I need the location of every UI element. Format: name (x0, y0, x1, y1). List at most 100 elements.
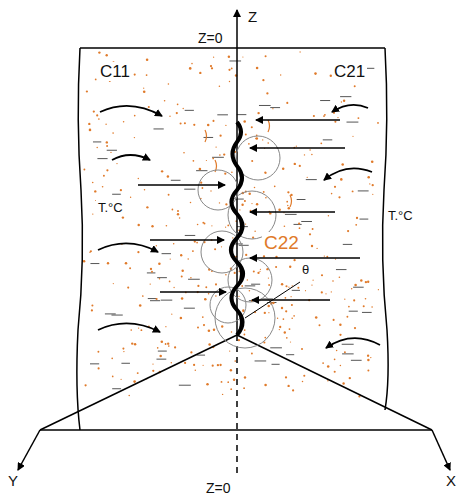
particle-dot (355, 224, 357, 226)
particle-dot (260, 269, 261, 270)
particle-dot (212, 158, 214, 160)
particle-dot (314, 72, 317, 75)
liquid-dash (105, 313, 116, 314)
particle-dot (322, 362, 324, 364)
particle-dot (194, 240, 196, 242)
particle-dot (263, 255, 265, 257)
particle-dot (177, 103, 179, 105)
particle-dot (103, 175, 105, 177)
liquid-dash (353, 287, 364, 288)
particle-dot (181, 297, 184, 300)
particle-dot (159, 278, 161, 280)
particle-dot (266, 92, 268, 94)
liquid-dash (184, 189, 195, 190)
particle-dot (349, 377, 351, 379)
particle-dot (134, 74, 136, 76)
particle-dot (92, 213, 93, 214)
particle-streak (290, 195, 292, 207)
particle-dot (331, 291, 332, 292)
particle-dot (200, 182, 202, 184)
particle-dot (311, 154, 313, 156)
axis-label: X (444, 472, 458, 489)
liquid-dash (121, 363, 130, 364)
particle-dot (354, 327, 356, 329)
particle-dot (341, 101, 342, 102)
particle-dot (167, 175, 169, 177)
liquid-dash (294, 224, 302, 225)
particle-dot (265, 172, 267, 174)
particle-dot (242, 56, 243, 57)
particle-dot (215, 283, 217, 285)
particle-dot (289, 266, 291, 268)
particle-dot (137, 251, 139, 253)
particle-dot (248, 192, 250, 194)
particle-dot (83, 169, 85, 171)
particle-dot (299, 227, 301, 229)
liquid-dash (237, 114, 247, 115)
particle-dot (290, 341, 291, 342)
particle-dot (120, 189, 122, 191)
particle-dot (328, 215, 329, 216)
particle-dot (242, 310, 244, 312)
particle-dot (279, 326, 281, 328)
particle-dot (193, 124, 195, 126)
particle-dot (204, 298, 207, 301)
particle-dot (207, 124, 210, 127)
particle-dot (106, 141, 108, 143)
liquid-dash (340, 96, 351, 97)
particle-dot (288, 287, 289, 288)
liquid-dash (358, 190, 369, 191)
particle-dot (202, 222, 204, 224)
particle-dot (208, 330, 211, 333)
particle-dot (371, 160, 374, 163)
particle-dot (268, 312, 269, 313)
particle-dot (91, 304, 93, 306)
particle-dot (208, 293, 210, 295)
liquid-dash (93, 141, 101, 142)
liquid-dash (188, 279, 200, 280)
particle-dot (334, 186, 336, 188)
particle-dot (334, 371, 336, 373)
particle-dot (239, 271, 240, 272)
particle-dot (318, 324, 320, 326)
particle-dot (339, 334, 341, 336)
particle-dot (225, 274, 227, 276)
particle-dot (125, 262, 128, 265)
particle-dot (311, 245, 313, 247)
particle-dot (92, 182, 94, 184)
particle-dot (268, 284, 270, 286)
particle-dot (156, 245, 157, 246)
particle-dot (342, 382, 344, 384)
particle-dot (205, 286, 207, 288)
particle-dot (90, 250, 92, 252)
particle-dot (111, 358, 113, 360)
particle-dot (230, 388, 232, 390)
liquid-dash (197, 355, 205, 356)
particle-dot (262, 79, 264, 81)
particle-dot (158, 263, 161, 266)
particle-dot (346, 316, 348, 318)
particle-dot (86, 90, 88, 92)
particle-dot (219, 202, 220, 203)
particle-dot (134, 343, 136, 345)
particle-dot (123, 351, 124, 352)
particle-dot (290, 296, 291, 297)
particle-dot (293, 315, 295, 317)
particle-dot (173, 287, 174, 288)
particle-dot (96, 114, 98, 116)
liquid-dash (342, 353, 354, 354)
particle-dot (283, 318, 285, 320)
liquid-dash (212, 157, 224, 158)
particle-dot (264, 171, 266, 173)
liquid-dash (342, 344, 354, 345)
particle-dot (215, 146, 216, 147)
particle-dot (354, 85, 356, 87)
particle-dot (102, 186, 104, 188)
particle-dot (123, 121, 125, 123)
particle-dot (137, 372, 139, 374)
particle-dot (106, 169, 108, 171)
particle-dot (344, 299, 345, 300)
particle-dot (357, 117, 359, 119)
axis-label: Z (246, 8, 259, 25)
particle-dot (122, 216, 124, 218)
